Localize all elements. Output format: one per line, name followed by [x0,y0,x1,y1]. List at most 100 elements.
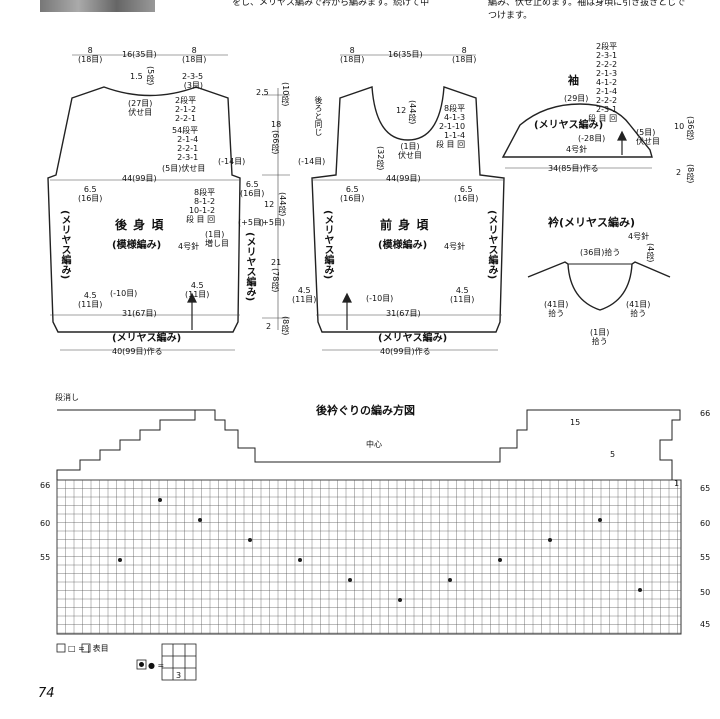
center-12-rows: (44段) [278,192,287,217]
front-pattern: (模様編み) [378,240,428,251]
back-shoulder-15-rows: (5段) [146,66,155,86]
chart-stitch-1: 1 [674,479,680,488]
back-neck-stitches: (27目) 伏せ目 [128,99,153,117]
sleeve-h10: 10 [674,122,685,131]
back-shoulder-15: 1.5 [130,72,143,81]
chart-row-label-left-66: 66 [40,481,51,490]
back-hem-knit: (メリヤス編み) [112,333,182,344]
back-needle: 4号針 [178,242,200,251]
back-side-right: (メリヤス編み) [244,232,255,302]
back-title: 後 身 頃 [115,218,165,232]
chart-center-label: 中心 [366,440,382,449]
photo-strip [40,0,155,12]
front-neck-12: 12 [396,106,407,115]
front-needle: 4号針 [444,242,466,251]
header-right-text-2: つけます。 [488,11,533,21]
front-side-left: (メリヤス編み) [322,210,333,280]
back-bottom-width: 40(99目)作る [112,347,163,356]
back-side-left: (メリヤス編み) [59,210,70,280]
front-hem-knit: (メリヤス編み) [378,333,448,344]
sleeve-d2-rows: (8段) [686,164,695,184]
front-back-ref: 後ろと同じ [314,96,323,136]
collar-needle: 4号針 [628,232,650,241]
back-top-dim-left: 8 (18目) [78,46,103,64]
chart-bind-off-label: 段消し [55,393,79,402]
back-arm-cast: (5目)伏せ目 [162,164,206,173]
page-number: 74 [38,686,55,701]
collar-pick-left: (41目) 拾う [544,300,569,318]
sleeve-minus28: (-28目) [578,134,606,143]
center-25-rows: (10段) [281,82,290,107]
front-inc-right: 6.5 (16目) [454,185,479,203]
legend-bobble-dot [139,662,144,667]
sleeve-knit: (メリヤス編み) [534,120,604,131]
front-bottom-width: 40(99目)作る [380,347,431,356]
collar-title: 衿(メリヤス編み) [548,216,636,229]
center-18: 18 [271,120,282,129]
chart-stitch-5: 5 [610,450,616,459]
legend-knit: □ = | 表目 [68,644,109,653]
chart-row-label-right-65: 65 [700,484,711,493]
chart-row-label-right-50: 50 [700,588,711,597]
collar-pick-right: (41目) 拾う [626,300,651,318]
front-side-32: (32段) [376,146,385,171]
chart-row-label-left-55: 55 [40,553,51,562]
back-inc-left: 6.5 (16目) [78,185,103,203]
sleeve-top-dec: 2段平 2-3-1 2-2-2 2-1-3 4-1-2 2-1-4 2-2-2 … [588,42,618,123]
front-title: 前 身 頃 [380,218,430,232]
center-21: 21 [271,258,282,267]
back-hem-right: 4.5 (11目) [185,281,210,299]
back-arm-minus: (-14目) [218,157,246,166]
front-inc-left: 6.5 (16目) [340,185,365,203]
back-arm-dec: 54段平 2-1-4 2-2-1 2-3-1 [172,126,199,162]
center-2: 2 [266,322,272,331]
back-body-outline [47,86,241,333]
legend-bobble: ● = [148,661,165,670]
back-top-dim-center: 16(35目) [122,50,157,59]
front-body-outline [311,86,505,333]
sleeve-d2: 2 [676,168,682,177]
back-pattern: (模様編み) [112,240,162,251]
sleeve-width: 34(85目)作る [548,164,599,173]
back-inc-note: (1目) 増し目 [205,230,229,248]
chart-row-label-right-45: 45 [700,620,711,629]
header-right-text-1: 編み、伏せ止めます。袖は身頃に引き抜きとじで [488,0,686,8]
front-neck-dec: 8段平 4-1-3 2-1-10 1-1-4 段 目 回 [436,104,466,149]
sleeve-cast: (5目) 伏せ目 [636,128,660,146]
back-shoulder-dec: 2-3-5 (3目) [182,72,204,90]
collar-outline [527,261,671,311]
sleeve-title: 袖 [568,74,579,87]
chart-title: 後衿ぐりの編み方図 [316,404,415,417]
center-25: 2.5 [256,88,269,97]
front-minus10: (-10目) [366,294,394,303]
chart-row-label-left-60: 60 [40,519,51,528]
front-width-44: 44(99目) [386,174,421,183]
sleeve-outline [501,103,653,158]
center-plus5: (+5目) [259,218,286,227]
collar-pick-top-rows: (4段) [646,243,655,263]
chart-row-label-right-60: 60 [700,519,711,528]
chart-stitch-15: 15 [570,418,581,427]
back-plus5: (+5目) [238,218,265,227]
collar-pick-bottom: (1目) 拾う [590,328,610,346]
front-top-dim-center: 16(35目) [388,50,423,59]
front-neck-12-rows: (44段) [408,100,417,125]
back-hem-31: 31(67目) [122,309,157,318]
back-neck-dec: 2段平 2-1-2 2-2-1 [175,96,197,123]
center-2-rows: (8段) [281,316,290,336]
collar-pick-top: (36目)拾う [580,248,621,257]
center-21-rows: (78段) [271,268,280,293]
front-hem-right: 4.5 (11目) [450,286,475,304]
front-neck-center: (1目) 伏せ目 [398,142,422,160]
front-hem-31: 31(67目) [386,309,421,318]
front-top-dim-left: 8 (18目) [340,46,365,64]
back-hem-left: 4.5 (11目) [78,291,103,309]
center-18-rows: (66段) [271,130,280,155]
front-minus14: (-14目) [298,157,326,166]
legend-bobble-count: 3 [176,671,182,680]
back-side-inc: 8段平 8-1-2 10-1-2 段 目 回 [186,188,216,224]
sleeve-needle: 4号針 [566,145,588,154]
back-width-44: 44(99目) [122,174,157,183]
sleeve-h10-rows: (36段) [686,116,695,141]
